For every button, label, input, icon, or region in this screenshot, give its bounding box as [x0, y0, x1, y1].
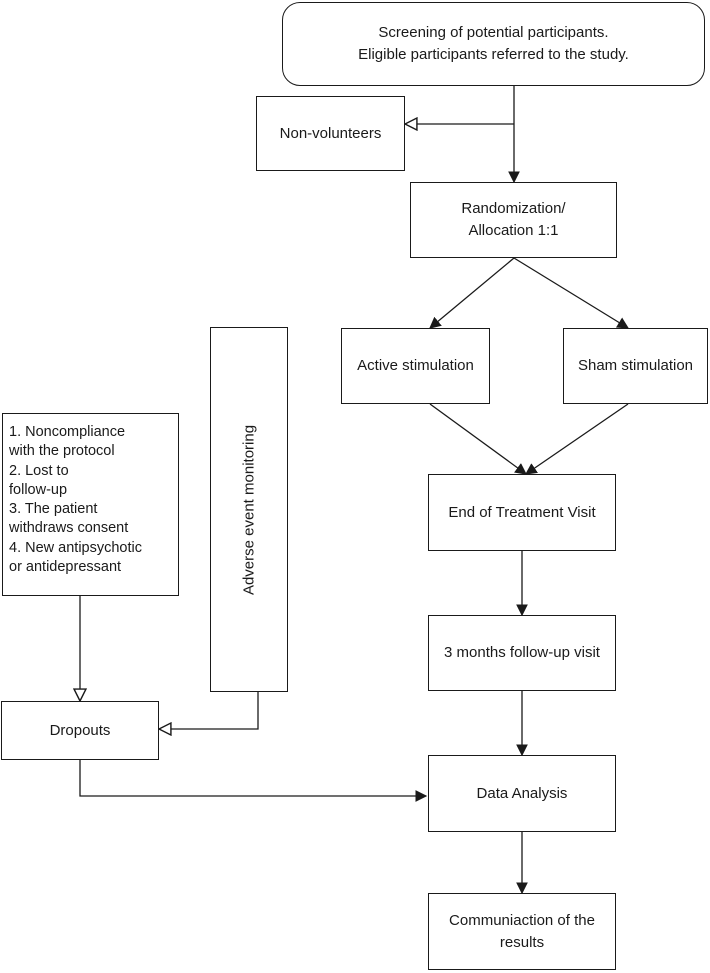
- arrow-dropouts-to-data-analysis: [79, 760, 428, 802]
- active-stimulation-label: Active stimulation: [357, 357, 474, 375]
- dropout-reasons-box: 1. Noncompliance with the protocol 2. Lo…: [2, 413, 179, 596]
- communication-line-2: results: [499, 933, 545, 951]
- data-analysis-box: Data Analysis: [428, 755, 616, 832]
- screening-line-2: Eligible participants referred to the st…: [358, 46, 629, 63]
- arrow-adverse-to-dropouts: [159, 692, 259, 729]
- adverse-event-monitoring-box: Adverse event monitoring: [210, 327, 288, 692]
- dropout-reason-4: 4. New antipsychotic or antidepressant: [9, 539, 142, 575]
- dropouts-label: Dropouts: [49, 721, 111, 739]
- follow-up-label: 3 months follow-up visit: [444, 644, 600, 662]
- end-of-treatment-box: End of Treatment Visit: [428, 474, 616, 551]
- non-volunteers-label: Non-volunteers: [279, 124, 382, 142]
- dropout-reason-2: 2. Lost to follow-up: [9, 462, 69, 498]
- non-volunteers-box: Non-volunteers: [256, 96, 405, 171]
- randomization-line-1: Randomization/: [461, 200, 566, 218]
- arrow-active-to-end-of-treatment: [429, 403, 527, 475]
- end-of-treatment-label: End of Treatment Visit: [448, 503, 596, 521]
- randomization-box: Randomization/ Allocation 1:1: [410, 182, 617, 258]
- communication-box: Communiaction of the results: [428, 893, 616, 970]
- randomization-line-2: Allocation 1:1: [468, 222, 559, 239]
- arrow-randomization-to-active: [429, 257, 515, 329]
- dropouts-box: Dropouts: [1, 701, 159, 760]
- follow-up-box: 3 months follow-up visit: [428, 615, 616, 691]
- arrow-sham-to-end-of-treatment: [525, 403, 629, 475]
- arrow-randomization-to-sham: [513, 257, 629, 329]
- sham-stimulation-label: Sham stimulation: [577, 357, 694, 375]
- adverse-event-monitoring-label: Adverse event monitoring: [240, 424, 258, 595]
- data-analysis-label: Data Analysis: [476, 784, 568, 802]
- active-stimulation-box: Active stimulation: [341, 328, 490, 404]
- screening-line-1: Screening of potential participants.: [378, 24, 609, 42]
- dropout-reason-3: 3. The patient withdraws consent: [9, 501, 129, 537]
- sham-stimulation-box: Sham stimulation: [563, 328, 708, 404]
- communication-line-1: Communiaction of the: [449, 911, 595, 929]
- dropout-reason-1: 1. Noncompliance with the protocol: [9, 424, 126, 460]
- screening-box: Screening of potential participants. Eli…: [282, 2, 705, 86]
